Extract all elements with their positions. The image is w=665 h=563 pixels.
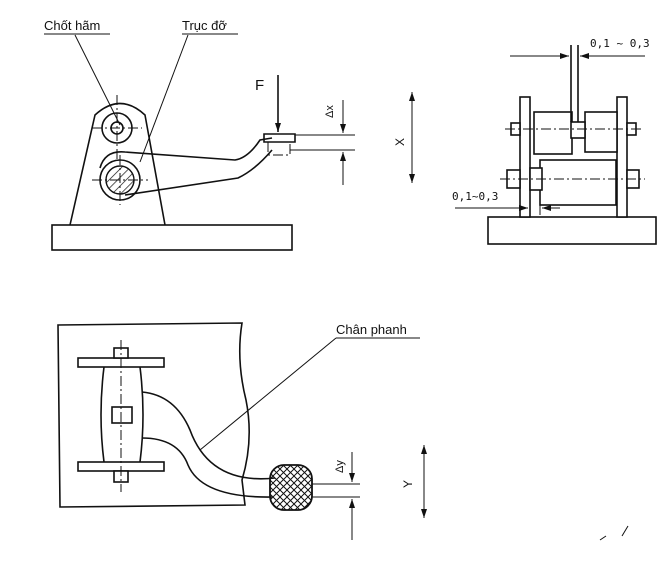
label-gap-top: 0,1 ~ 0,3 [590, 37, 650, 50]
top-view-assembly [57, 322, 427, 540]
left-plate [519, 96, 531, 218]
label-chot-ham: Chốt hãm [44, 18, 100, 33]
label-y: Y [401, 480, 415, 488]
label-chan-phanh: Chân phanh [336, 322, 407, 337]
support-bracket [69, 102, 166, 226]
right-plate [616, 96, 628, 218]
label-force: F [255, 77, 264, 94]
front-base-plate [487, 216, 657, 245]
pedal-arm [141, 391, 276, 480]
label-truc-do: Trục đỡ [182, 18, 227, 33]
label-delta-x: Δx [324, 105, 336, 118]
label-delta-y: Δy [334, 460, 346, 473]
pedal-pad [269, 464, 313, 511]
base-plate [51, 224, 293, 251]
lever-arm [99, 137, 273, 169]
label-gap-side: 0,1~0,3 [452, 190, 498, 203]
side-view-assembly [51, 75, 415, 251]
foot-pad [263, 133, 296, 143]
front-view-assembly [455, 45, 657, 245]
label-x: X [393, 138, 407, 146]
mounting-plate [57, 322, 250, 508]
